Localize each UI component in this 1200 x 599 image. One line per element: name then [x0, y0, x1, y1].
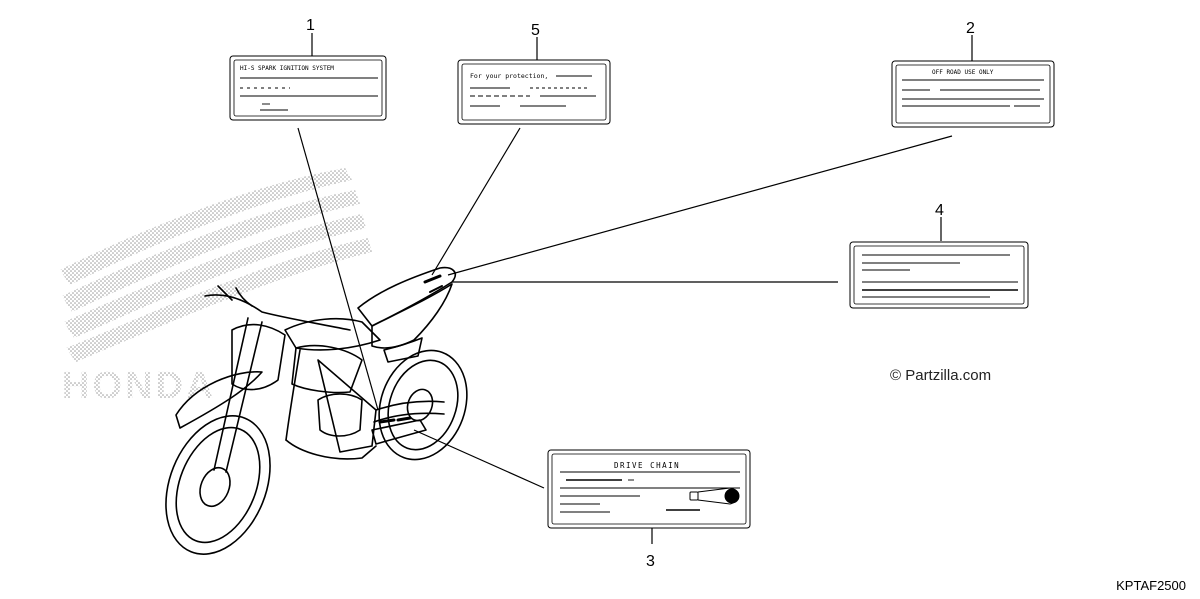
motorcycle-drawing: [165, 266, 468, 555]
label-5-heading: For your protection,: [470, 72, 548, 80]
leader-line-1: [297, 127, 379, 411]
label-2-heading: OFF ROAD USE ONLY: [932, 69, 994, 76]
leader-line-2: [447, 135, 953, 276]
leader-line-3: [413, 429, 545, 489]
label-5: For your protection,: [457, 59, 611, 125]
label-2: OFF ROAD USE ONLY: [891, 60, 1055, 128]
label-4: [849, 241, 1029, 309]
honda-wing-watermark: HONDA: [60, 168, 372, 407]
brand-watermark-text: HONDA: [62, 365, 216, 407]
chain-tool-icon: [689, 487, 740, 505]
callout-numbers: 1 5 2 4 3: [306, 17, 975, 570]
callout-number-5: 5: [531, 22, 540, 39]
label-1: HI-S SPARK IGNITION SYSTEM: [229, 55, 387, 121]
callout-number-3: 3: [646, 553, 655, 570]
label-3: DRIVE CHAIN: [547, 449, 751, 529]
callout-number-1: 1: [306, 17, 315, 34]
partzilla-watermark: © Partzilla.com: [890, 367, 992, 384]
leader-lines: [297, 33, 973, 544]
callout-number-4: 4: [935, 202, 944, 219]
leader-line-5: [431, 127, 521, 276]
callout-number-2: 2: [966, 20, 975, 37]
diagram-code: KPTAF2500: [1116, 578, 1186, 593]
label-1-heading: HI-S SPARK IGNITION SYSTEM: [240, 65, 334, 72]
label-3-heading: DRIVE CHAIN: [614, 461, 680, 470]
